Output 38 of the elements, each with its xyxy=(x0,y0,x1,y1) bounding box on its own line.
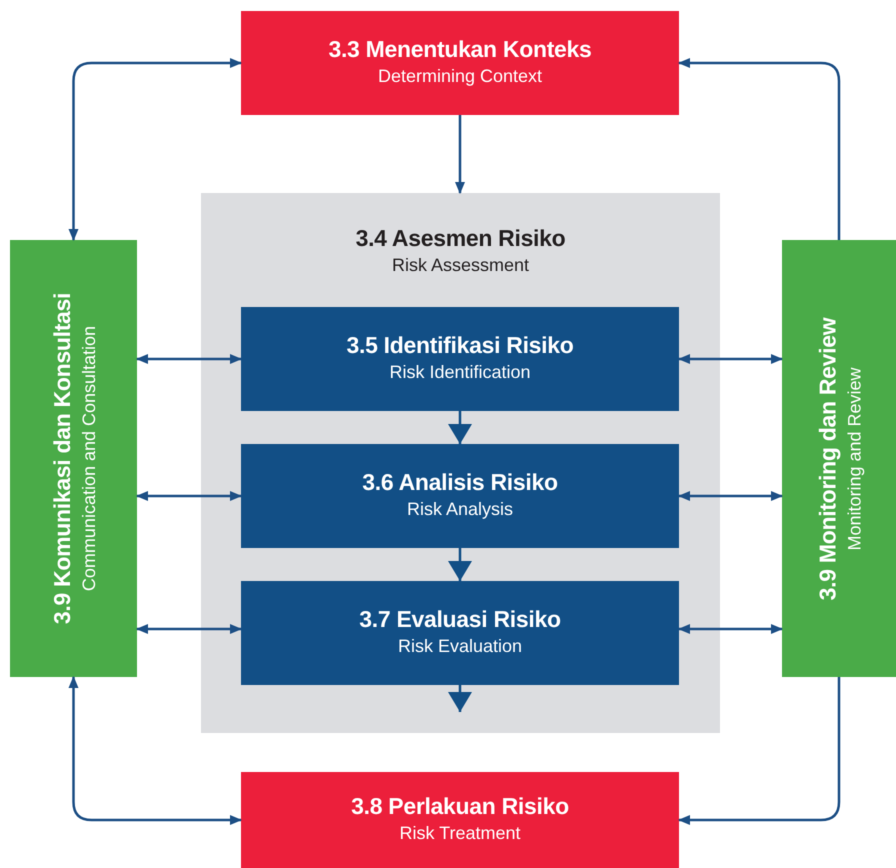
node-title: 3.7 Evaluasi Risiko xyxy=(359,605,561,634)
node-title: 3.5 Identifikasi Risiko xyxy=(346,331,574,360)
connector-arrow xyxy=(678,58,840,240)
connector-arrow xyxy=(136,624,242,634)
connector-arrow xyxy=(68,676,242,825)
connector-arrow xyxy=(136,354,242,364)
node-subtitle: Monitoring and Review xyxy=(843,366,866,550)
side-process-box xyxy=(10,240,137,677)
node-subtitle: Risk Analysis xyxy=(406,498,514,521)
connector-arrow xyxy=(678,491,783,501)
connector-arrow xyxy=(136,491,242,501)
process-box xyxy=(241,307,679,411)
connector-arrow xyxy=(455,115,465,194)
node-subtitle: Risk Identification xyxy=(389,361,531,384)
node-subtitle: Risk Treatment xyxy=(399,822,521,845)
group-panel xyxy=(201,193,720,733)
connector-arrow xyxy=(678,677,840,825)
flow-arrow xyxy=(448,548,472,581)
connector-arrow xyxy=(678,624,783,634)
node-title: 3.3 Menentukan Konteks xyxy=(328,35,592,64)
process-box xyxy=(241,772,679,868)
node-title: 3.9 Komunikasi dan Konsultasi xyxy=(48,292,76,624)
connector-arrow xyxy=(68,58,242,241)
node-title: 3.9 Monitoring dan Review xyxy=(813,317,842,600)
flow-arrow xyxy=(448,411,472,444)
process-box xyxy=(241,581,679,685)
node-subtitle: Risk Evaluation xyxy=(398,635,522,658)
connector-arrow xyxy=(678,354,783,364)
node-subtitle: Communication and Consultation xyxy=(78,326,100,592)
node-subtitle: Risk Assessment xyxy=(392,254,530,277)
process-box xyxy=(241,11,679,115)
node-title: 3.4 Asesmen Risiko xyxy=(356,224,566,253)
node-subtitle: Determining Context xyxy=(378,65,542,88)
node-title: 3.6 Analisis Risiko xyxy=(362,468,558,497)
process-box xyxy=(241,444,679,548)
flow-arrow xyxy=(448,685,472,712)
side-process-box xyxy=(782,240,896,677)
node-title: 3.8 Perlakuan Risiko xyxy=(351,792,569,821)
